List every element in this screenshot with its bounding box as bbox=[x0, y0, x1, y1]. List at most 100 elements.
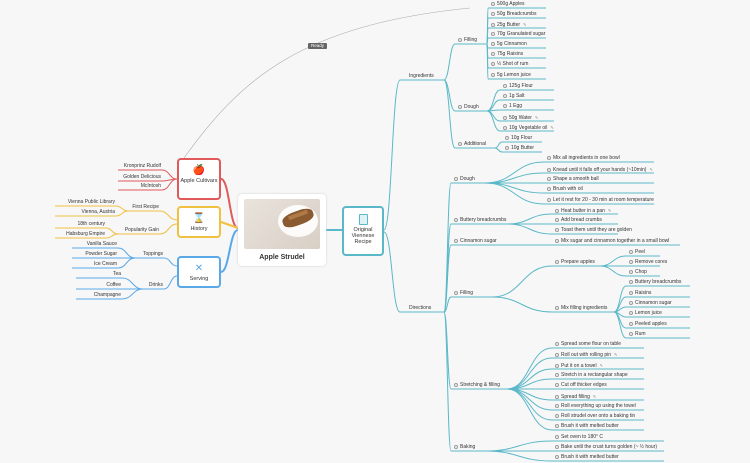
checkbox-icon[interactable] bbox=[491, 61, 495, 66]
group-topic[interactable]: Stretching & filling bbox=[454, 382, 500, 389]
item[interactable]: Mix all ingredients in one bowl bbox=[547, 155, 620, 162]
checkbox-icon[interactable] bbox=[555, 341, 559, 346]
cultivar-item[interactable]: McIntosh bbox=[141, 183, 161, 190]
checkbox-icon[interactable] bbox=[629, 300, 633, 305]
group-topic[interactable]: Additional bbox=[458, 141, 486, 148]
checkbox-icon[interactable] bbox=[555, 208, 559, 213]
checkbox-icon[interactable] bbox=[629, 310, 633, 315]
item[interactable]: Spread filling✎ bbox=[555, 393, 596, 401]
history-item[interactable]: Vienna, Austria bbox=[81, 209, 115, 216]
checkbox-icon[interactable] bbox=[505, 145, 509, 150]
checkbox-icon[interactable] bbox=[555, 382, 559, 387]
sub-topic[interactable]: Prepare apples bbox=[555, 259, 595, 266]
drink-item[interactable]: Coffee bbox=[106, 282, 121, 289]
checkbox-icon[interactable] bbox=[629, 331, 633, 336]
item[interactable]: Peel bbox=[629, 249, 645, 256]
checkbox-icon[interactable] bbox=[454, 176, 458, 181]
group-topic[interactable]: Baking bbox=[454, 444, 475, 451]
checkbox-icon[interactable] bbox=[503, 103, 507, 108]
item[interactable]: Cut off thicker edges bbox=[555, 382, 607, 389]
item[interactable]: Brush it with melted butter bbox=[555, 454, 619, 461]
history-topic[interactable]: ⌛ History bbox=[177, 206, 221, 238]
checkbox-icon[interactable] bbox=[555, 394, 559, 399]
item[interactable]: 10g Flour bbox=[505, 135, 532, 142]
item[interactable]: 75g Raisins bbox=[491, 51, 523, 58]
first-recipe[interactable]: First Recipe bbox=[132, 204, 159, 211]
item[interactable]: Put it on a towel✎ bbox=[555, 362, 603, 370]
cultivar-item[interactable]: Golden Delicious bbox=[123, 174, 161, 181]
drinks[interactable]: Drinks bbox=[149, 282, 163, 289]
checkbox-icon[interactable] bbox=[454, 238, 458, 243]
item[interactable]: 1 Egg bbox=[503, 103, 522, 110]
checkbox-icon[interactable] bbox=[454, 217, 458, 222]
item[interactable]: Roll strudel over onto a baking tin bbox=[555, 413, 635, 420]
item[interactable]: 50g Water✎ bbox=[503, 114, 538, 122]
item[interactable]: Stretch in a rectangular shape bbox=[555, 372, 628, 379]
history-item[interactable]: Habsburg Empire bbox=[66, 231, 105, 238]
checkbox-icon[interactable] bbox=[555, 352, 559, 357]
item[interactable]: 5g Cinnamon bbox=[491, 41, 527, 48]
checkbox-icon[interactable] bbox=[491, 72, 495, 77]
checkbox-icon[interactable] bbox=[503, 83, 507, 88]
item[interactable]: 1g Salt bbox=[503, 93, 525, 100]
item[interactable]: Add bread crumbs bbox=[555, 217, 602, 224]
history-item[interactable]: 18th century bbox=[77, 221, 105, 228]
item[interactable]: Let it rest for 20 - 30 min at room temp… bbox=[547, 197, 654, 204]
drink-item[interactable]: Champagne bbox=[94, 292, 121, 299]
group-topic[interactable]: Filling bbox=[458, 37, 477, 44]
checkbox-icon[interactable] bbox=[458, 141, 462, 146]
popularity-gain[interactable]: Popularity Gain bbox=[125, 227, 159, 234]
item[interactable]: Chop bbox=[629, 269, 647, 276]
group-topic[interactable]: Buttery breadcrumbs bbox=[454, 217, 506, 224]
item[interactable]: Spread some flour on table bbox=[555, 341, 621, 348]
item[interactable]: Buttery breadcrumbs bbox=[629, 279, 681, 286]
item[interactable]: ½ Shot of rum bbox=[491, 61, 528, 68]
checkbox-icon[interactable] bbox=[503, 115, 507, 120]
item[interactable]: Raisins bbox=[629, 290, 651, 297]
item[interactable]: Set oven to 180° C bbox=[555, 434, 603, 441]
checkbox-icon[interactable] bbox=[555, 227, 559, 232]
checkbox-icon[interactable] bbox=[555, 305, 559, 310]
item[interactable]: Cinnamon sugar bbox=[629, 300, 672, 307]
item[interactable]: 70g Granulated sugar bbox=[491, 31, 545, 38]
checkbox-icon[interactable] bbox=[503, 93, 507, 98]
item[interactable]: Lemon juice bbox=[629, 310, 662, 317]
checkbox-icon[interactable] bbox=[555, 372, 559, 377]
checkbox-icon[interactable] bbox=[629, 279, 633, 284]
checkbox-icon[interactable] bbox=[555, 238, 559, 243]
checkbox-icon[interactable] bbox=[491, 31, 495, 36]
checkbox-icon[interactable] bbox=[547, 155, 551, 160]
checkbox-icon[interactable] bbox=[555, 403, 559, 408]
checkbox-icon[interactable] bbox=[491, 1, 495, 6]
item[interactable]: Brush with oil bbox=[547, 186, 583, 193]
checkbox-icon[interactable] bbox=[629, 321, 633, 326]
item[interactable]: Knead until it falls off your hands (~10… bbox=[547, 166, 653, 174]
checkbox-icon[interactable] bbox=[491, 22, 495, 27]
checkbox-icon[interactable] bbox=[454, 290, 458, 295]
serving-topic[interactable]: ✕ Serving bbox=[177, 256, 221, 288]
item[interactable]: 125g Flour bbox=[503, 83, 533, 90]
checkbox-icon[interactable] bbox=[555, 434, 559, 439]
history-item[interactable]: Vienna Public Library bbox=[68, 199, 115, 206]
topping-item[interactable]: Ice Cream bbox=[94, 261, 117, 268]
item[interactable]: Heat butter in a pan✎ bbox=[555, 207, 611, 215]
drink-item[interactable]: Tea bbox=[113, 271, 121, 278]
checkbox-icon[interactable] bbox=[547, 186, 551, 191]
checkbox-icon[interactable] bbox=[491, 11, 495, 16]
checkbox-icon[interactable] bbox=[547, 197, 551, 202]
cultivars-topic[interactable]: 🍎 Apple Cultivars bbox=[177, 158, 221, 200]
item[interactable]: 500g Apples bbox=[491, 1, 525, 8]
item[interactable]: Roll out with rolling pin✎ bbox=[555, 351, 617, 359]
item[interactable]: Brush it with melted butter bbox=[555, 423, 619, 430]
checkbox-icon[interactable] bbox=[555, 259, 559, 264]
checkbox-icon[interactable] bbox=[555, 454, 559, 459]
topping-item[interactable]: Vanilla Sauce bbox=[87, 241, 117, 248]
item[interactable]: 50g Breadcrumbs bbox=[491, 11, 536, 18]
checkbox-icon[interactable] bbox=[503, 125, 507, 130]
checkbox-icon[interactable] bbox=[629, 290, 633, 295]
central-topic[interactable]: Apple Strudel bbox=[238, 194, 326, 266]
checkbox-icon[interactable] bbox=[555, 413, 559, 418]
checkbox-icon[interactable] bbox=[555, 423, 559, 428]
checkbox-icon[interactable] bbox=[458, 37, 462, 42]
item[interactable]: Rum bbox=[629, 331, 646, 338]
